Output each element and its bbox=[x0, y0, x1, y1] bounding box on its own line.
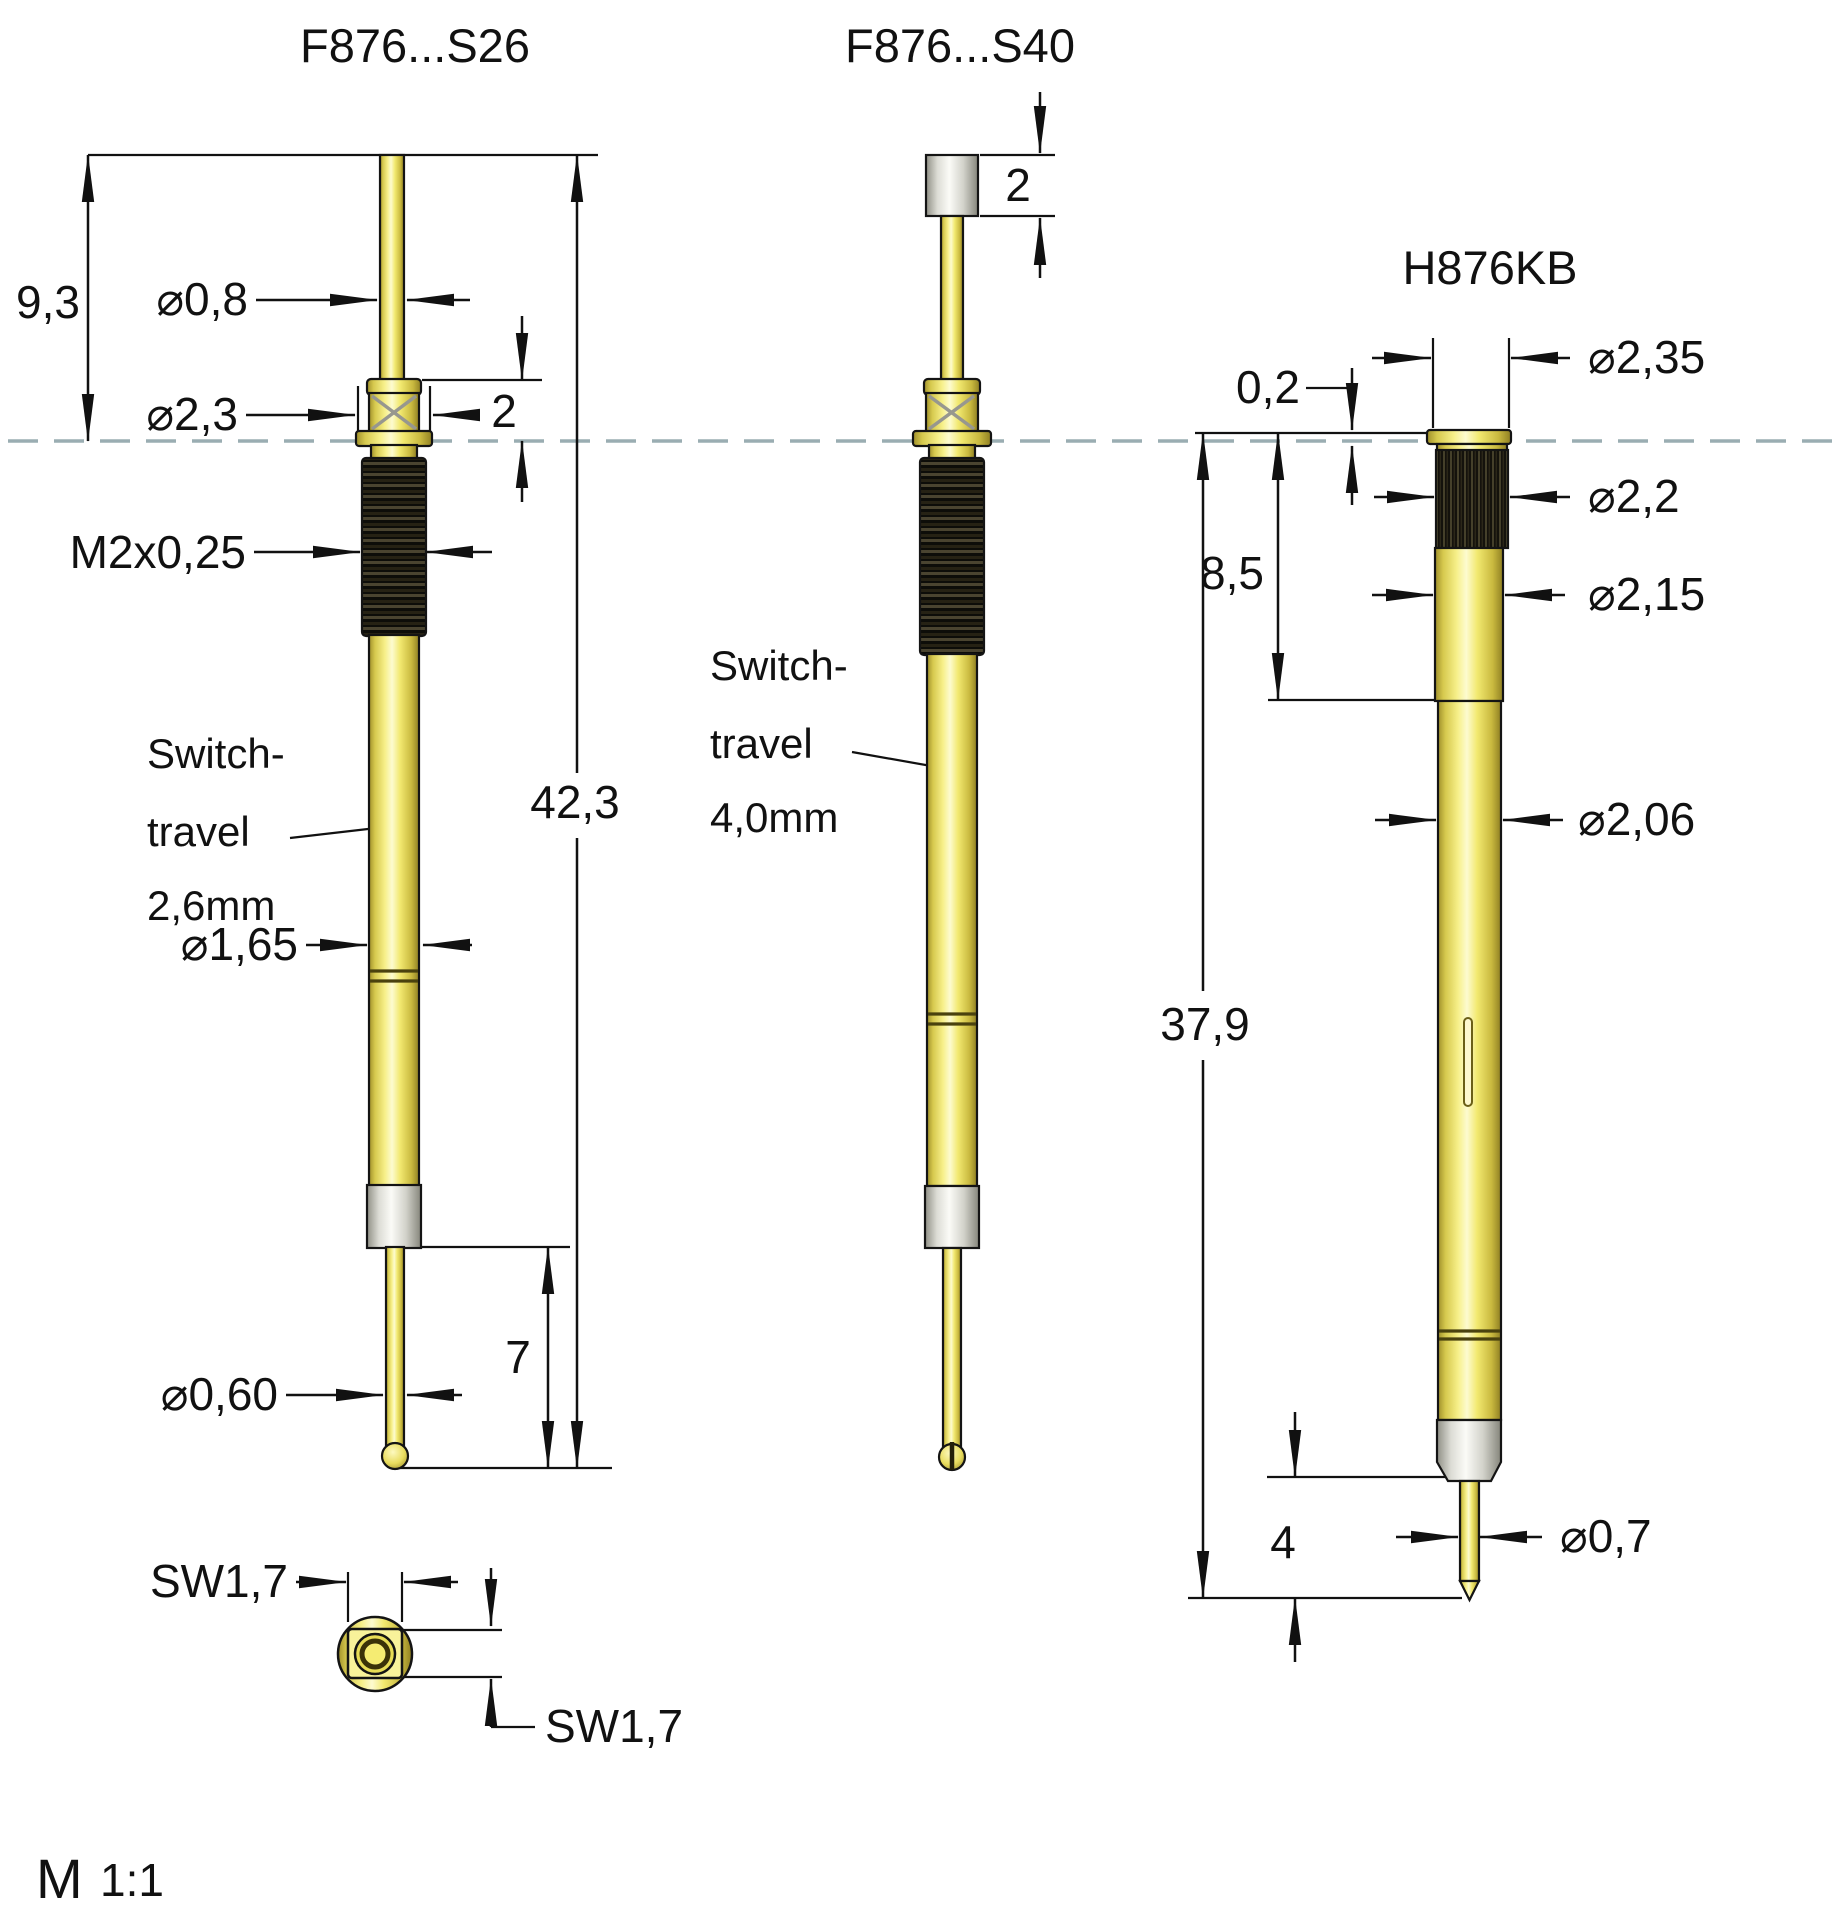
s26-pin-dia-label: ⌀0,60 bbox=[161, 1368, 278, 1420]
scale-m-label: M bbox=[36, 1847, 83, 1910]
s40-travel-line1: Switch- bbox=[710, 642, 848, 689]
s26-thread-m2 bbox=[360, 456, 428, 638]
h876kb-tip-collar bbox=[1435, 1418, 1503, 1483]
h876kb-lip-label: 0,2 bbox=[1236, 361, 1300, 413]
s40-tip-pin bbox=[941, 1246, 963, 1450]
h876kb-knurl-dia-label: ⌀2,2 bbox=[1588, 470, 1680, 522]
s40-barrel bbox=[925, 652, 979, 1188]
probe-s40-body bbox=[911, 153, 993, 1472]
s26-hex-len-label: 2 bbox=[491, 385, 517, 437]
s26-travel-line1: Switch- bbox=[147, 730, 285, 777]
h876kb-tip-point bbox=[1458, 1579, 1481, 1603]
end-view-sw-top-label: SW1,7 bbox=[150, 1555, 288, 1607]
end-view bbox=[296, 1568, 535, 1729]
h876kb-flange bbox=[1425, 428, 1513, 446]
end-view-sw-bottom-label: SW1,7 bbox=[545, 1700, 683, 1752]
h876kb-flange-dia-label: ⌀2,35 bbox=[1588, 331, 1705, 383]
s40-plunger-shaft bbox=[939, 214, 965, 396]
s26-tip-pin bbox=[384, 1245, 406, 1451]
h876kb-tip-pin bbox=[1458, 1479, 1481, 1583]
s40-cap bbox=[924, 153, 980, 218]
s40-receptacle-collar bbox=[923, 1184, 981, 1250]
s26-thread-label: M2x0,25 bbox=[70, 526, 246, 578]
probe-s40-title: F876...S40 bbox=[845, 19, 1075, 72]
end-view-inner-ring bbox=[359, 1638, 391, 1670]
s40-travel-line3: 4,0mm bbox=[710, 794, 838, 841]
h876kb-total-len-label: 37,9 bbox=[1160, 998, 1250, 1050]
receptacle-h876kb-title: H876KB bbox=[1402, 241, 1577, 294]
s40-travel-line2: travel bbox=[710, 720, 813, 767]
s26-len-above-label: 9,3 bbox=[16, 276, 80, 328]
probe-s26-body bbox=[354, 153, 434, 1471]
receptacle-h876kb-body bbox=[1425, 428, 1513, 1603]
probe-s26-dimensions bbox=[81, 153, 612, 1470]
probe-s26-title: F876...S26 bbox=[300, 19, 530, 72]
s26-total-len-label: 42,3 bbox=[530, 776, 620, 828]
h876kb-knurl bbox=[1434, 448, 1510, 550]
h876kb-press-body bbox=[1433, 546, 1505, 703]
s26-hex-dia-label: ⌀2,3 bbox=[146, 388, 238, 440]
s26-pin-len-label: 7 bbox=[505, 1331, 531, 1383]
s26-ball-tip bbox=[380, 1441, 410, 1471]
s26-plunger-shaft bbox=[378, 153, 406, 385]
s26-barrel bbox=[367, 633, 421, 1188]
s26-barrel-dia-label: ⌀1,65 bbox=[181, 918, 298, 970]
s26-travel-line2: travel bbox=[147, 808, 250, 855]
h876kb-press-depth-label: 8,5 bbox=[1200, 547, 1264, 599]
s40-thread-m2 bbox=[918, 456, 986, 657]
s26-tip-dia-label: ⌀0,8 bbox=[156, 273, 248, 325]
h876kb-tip-dia-label: ⌀0,7 bbox=[1560, 1510, 1652, 1562]
s26-receptacle-collar bbox=[365, 1183, 423, 1250]
h876kb-slot bbox=[1463, 1017, 1473, 1107]
s26-flange bbox=[354, 429, 434, 448]
receptacle-h876kb-dimensions bbox=[1188, 338, 1570, 1662]
h876kb-body-dia-label: ⌀2,15 bbox=[1588, 568, 1705, 620]
scale-ratio-label: 1:1 bbox=[100, 1854, 164, 1906]
s40-cap-len-label: 2 bbox=[1005, 159, 1031, 211]
s40-flange bbox=[911, 429, 993, 448]
h876kb-tip-len-label: 4 bbox=[1270, 1516, 1296, 1568]
h876kb-shaft-dia-label: ⌀2,06 bbox=[1578, 793, 1695, 845]
labels: F876...S26 F876...S40 H876KB 9,3 ⌀0,8 ⌀2… bbox=[16, 19, 1705, 1910]
s26-travel-line3: 2,6mm bbox=[147, 882, 275, 929]
